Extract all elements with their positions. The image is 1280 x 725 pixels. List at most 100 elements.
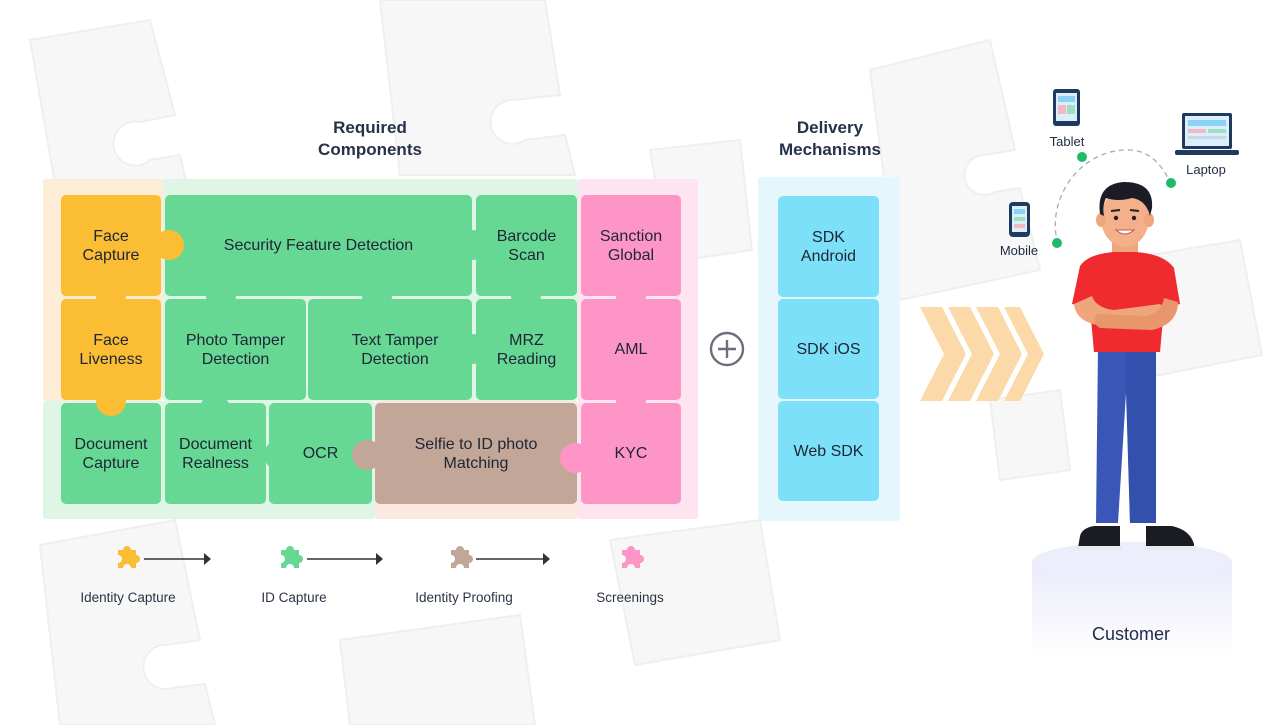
chevron-arrows-icon — [920, 307, 1044, 401]
piece-text-line: Sanction — [599, 227, 663, 245]
piece-text-line: Detection — [201, 350, 270, 368]
orbit-dot — [1077, 152, 1087, 162]
puzzle-knob — [96, 281, 126, 311]
timeline-label-identity-proofing: Identity Proofing — [415, 590, 513, 605]
process-timeline — [144, 553, 550, 565]
knob-cut — [778, 399, 879, 401]
piece-text-line: Selfie to ID photo — [414, 435, 538, 453]
security-feature-detection-piece[interactable]: Security Feature Detection — [165, 195, 472, 296]
heading-line: Delivery — [796, 118, 864, 137]
piece-text-line: Face — [93, 227, 129, 245]
required-components-heading: Required Components — [290, 117, 450, 161]
puzzle-knob — [616, 386, 646, 416]
piece-text: Web SDK — [794, 442, 864, 461]
laptop-icon — [1175, 113, 1239, 155]
piece-text-line: Scan — [508, 246, 545, 264]
piece-text-line: SDK — [812, 228, 845, 246]
piece-text-line: Face — [93, 331, 129, 349]
customer-pedestal — [1032, 542, 1232, 660]
identity-proofing-puzzle-icon — [451, 546, 473, 568]
screenings-puzzle-icon — [622, 546, 644, 568]
id-capture-puzzle-icon — [281, 546, 303, 568]
puzzle-knob — [457, 230, 487, 260]
piece-text-line: Liveness — [79, 350, 143, 368]
knob-cut — [778, 297, 879, 299]
piece-text: Security Feature Detection — [224, 236, 413, 255]
piece-text-line: Reading — [496, 350, 557, 368]
piece-text-line: Barcode — [496, 227, 557, 245]
device-orbit-arc — [1054, 149, 1171, 245]
puzzle-knob — [352, 440, 382, 470]
tablet-label: Tablet — [1049, 134, 1085, 149]
puzzle-knob — [200, 394, 230, 424]
mobile-icon — [1009, 202, 1030, 237]
timeline-label-identity-capture: Identity Capture — [80, 590, 176, 605]
tablet-icon — [1053, 89, 1080, 126]
identity-capture-puzzle-icon — [118, 546, 140, 568]
aml-piece[interactable]: AML — [581, 299, 681, 400]
puzzle-knob — [154, 230, 184, 260]
piece-text-line: Capture — [82, 454, 140, 472]
piece-text-line: AML — [614, 341, 648, 358]
puzzle-knob — [206, 281, 236, 311]
piece-text-line: SDK iOS — [796, 340, 861, 358]
piece-text-line: Android — [800, 247, 857, 265]
piece-text-line: KYC — [614, 445, 648, 462]
puzzle-knob — [264, 440, 294, 470]
piece-text-line: Web SDK — [793, 442, 864, 460]
orbit-dot — [1166, 178, 1176, 188]
puzzle-knob — [616, 281, 646, 311]
sdk-ios-piece[interactable]: SDK iOS — [778, 299, 879, 399]
piece-text-line: Document — [179, 435, 252, 453]
puzzle-knob — [362, 281, 392, 311]
piece-text-line: Capture — [82, 246, 140, 264]
piece-text-line: MRZ — [509, 331, 544, 349]
kyc-piece[interactable]: KYC — [581, 403, 681, 504]
piece-text-line: Global — [607, 246, 655, 264]
heading-line: Mechanisms — [778, 140, 882, 159]
delivery-mechanisms-heading: Delivery Mechanisms — [750, 117, 910, 161]
piece-text-line: Text Tamper — [351, 331, 439, 349]
customer-figure — [1072, 182, 1196, 550]
web-sdk-piece[interactable]: Web SDK — [778, 401, 879, 501]
piece-text-line: OCR — [302, 445, 339, 462]
piece-text-line: Document — [74, 435, 148, 453]
piece-text: OCR — [303, 444, 339, 463]
piece-text-line: Matching — [443, 454, 509, 472]
puzzle-knob — [96, 386, 126, 416]
piece-text: AML — [615, 340, 648, 359]
heading-line: Components — [318, 140, 422, 159]
orbit-dot — [1052, 238, 1062, 248]
timeline-label-screenings: Screenings — [596, 590, 664, 605]
laptop-label: Laptop — [1186, 162, 1226, 177]
heading-line: Required — [333, 118, 407, 137]
mobile-label: Mobile — [999, 243, 1039, 258]
plus-circle-icon — [709, 331, 745, 367]
puzzle-knob — [457, 334, 487, 364]
piece-text: SDK iOS — [796, 340, 860, 359]
piece-text-line: Realness — [182, 454, 249, 472]
customer-label: Customer — [1091, 624, 1171, 644]
puzzle-knob — [511, 281, 541, 311]
